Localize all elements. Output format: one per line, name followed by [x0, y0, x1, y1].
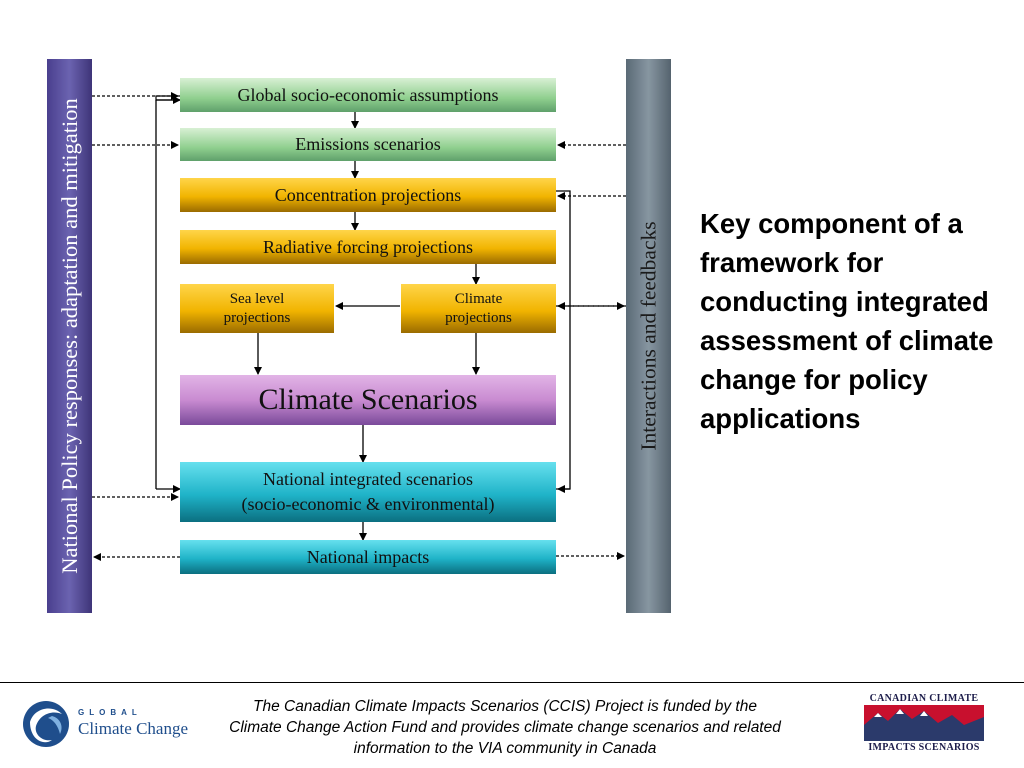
ccis-logo-bottom-text: IMPACTS SCENARIOS [868, 742, 980, 753]
logo-global-text: GLOBAL [78, 708, 142, 717]
box-climate-scenarios-label: Climate Scenarios [258, 383, 478, 416]
box-national-integrated-scenarios: National integrated scenarios (socio-eco… [180, 462, 556, 522]
box-climate-proj-label-1: Climate [454, 290, 503, 307]
bracket-right [556, 190, 571, 490]
ccis-logo-top-text: CANADIAN CLIMATE [869, 693, 979, 704]
box-national-integrated-label-1: National integrated scenarios [263, 469, 473, 489]
box-sea-level-label-1: Sea level [229, 290, 285, 307]
box-global-socioeconomic: Global socio-economic assumptions [180, 78, 556, 112]
footer-text-line-2: Climate Change Action Fund and provides … [229, 719, 781, 736]
footer-text-line-3: information to the VIA community in Cana… [353, 740, 657, 757]
footer-text-line-1: The Canadian Climate Impacts Scenarios (… [253, 698, 757, 715]
box-global-label: Global socio-economic assumptions [237, 84, 499, 105]
box-national-integrated-label-2: (socio-economic & environmental) [241, 494, 495, 514]
box-emissions-scenarios: Emissions scenarios [180, 128, 556, 161]
box-climate-projections: Climate projections [401, 284, 556, 333]
box-sea-level-projections: Sea level projections [180, 284, 334, 333]
mountain-flag-icon [864, 705, 984, 741]
global-climate-change-logo: GLOBAL Climate Change [22, 696, 189, 752]
box-sea-level-label-2: projections [223, 309, 291, 326]
ccis-logo: CANADIAN CLIMATE IMPACTS SCENARIOS [864, 693, 984, 753]
box-emissions-label: Emissions scenarios [295, 134, 441, 154]
policy-responses-bar: National Policy responses: adaptation an… [47, 59, 92, 613]
box-national-impacts: National impacts [180, 540, 556, 574]
box-climate-proj-label-2: projections [445, 309, 512, 326]
box-climate-scenarios: Climate Scenarios [180, 375, 556, 425]
box-concentration-projections: Concentration projections [180, 178, 556, 212]
globe-swirl-icon [23, 701, 69, 747]
interactions-feedbacks-bar: Interactions and feedbacks [626, 59, 671, 613]
logo-climate-change-text: Climate Change [78, 719, 189, 738]
box-radiative-label: Radiative forcing projections [263, 236, 473, 257]
box-radiative-forcing: Radiative forcing projections [180, 230, 556, 264]
box-national-impacts-label: National impacts [306, 546, 430, 567]
footer-divider [0, 682, 1024, 683]
footer-text: The Canadian Climate Impacts Scenarios (… [195, 696, 815, 759]
box-concentration-label: Concentration projections [274, 184, 462, 205]
side-note: Key component of a framework for conduct… [700, 208, 994, 434]
